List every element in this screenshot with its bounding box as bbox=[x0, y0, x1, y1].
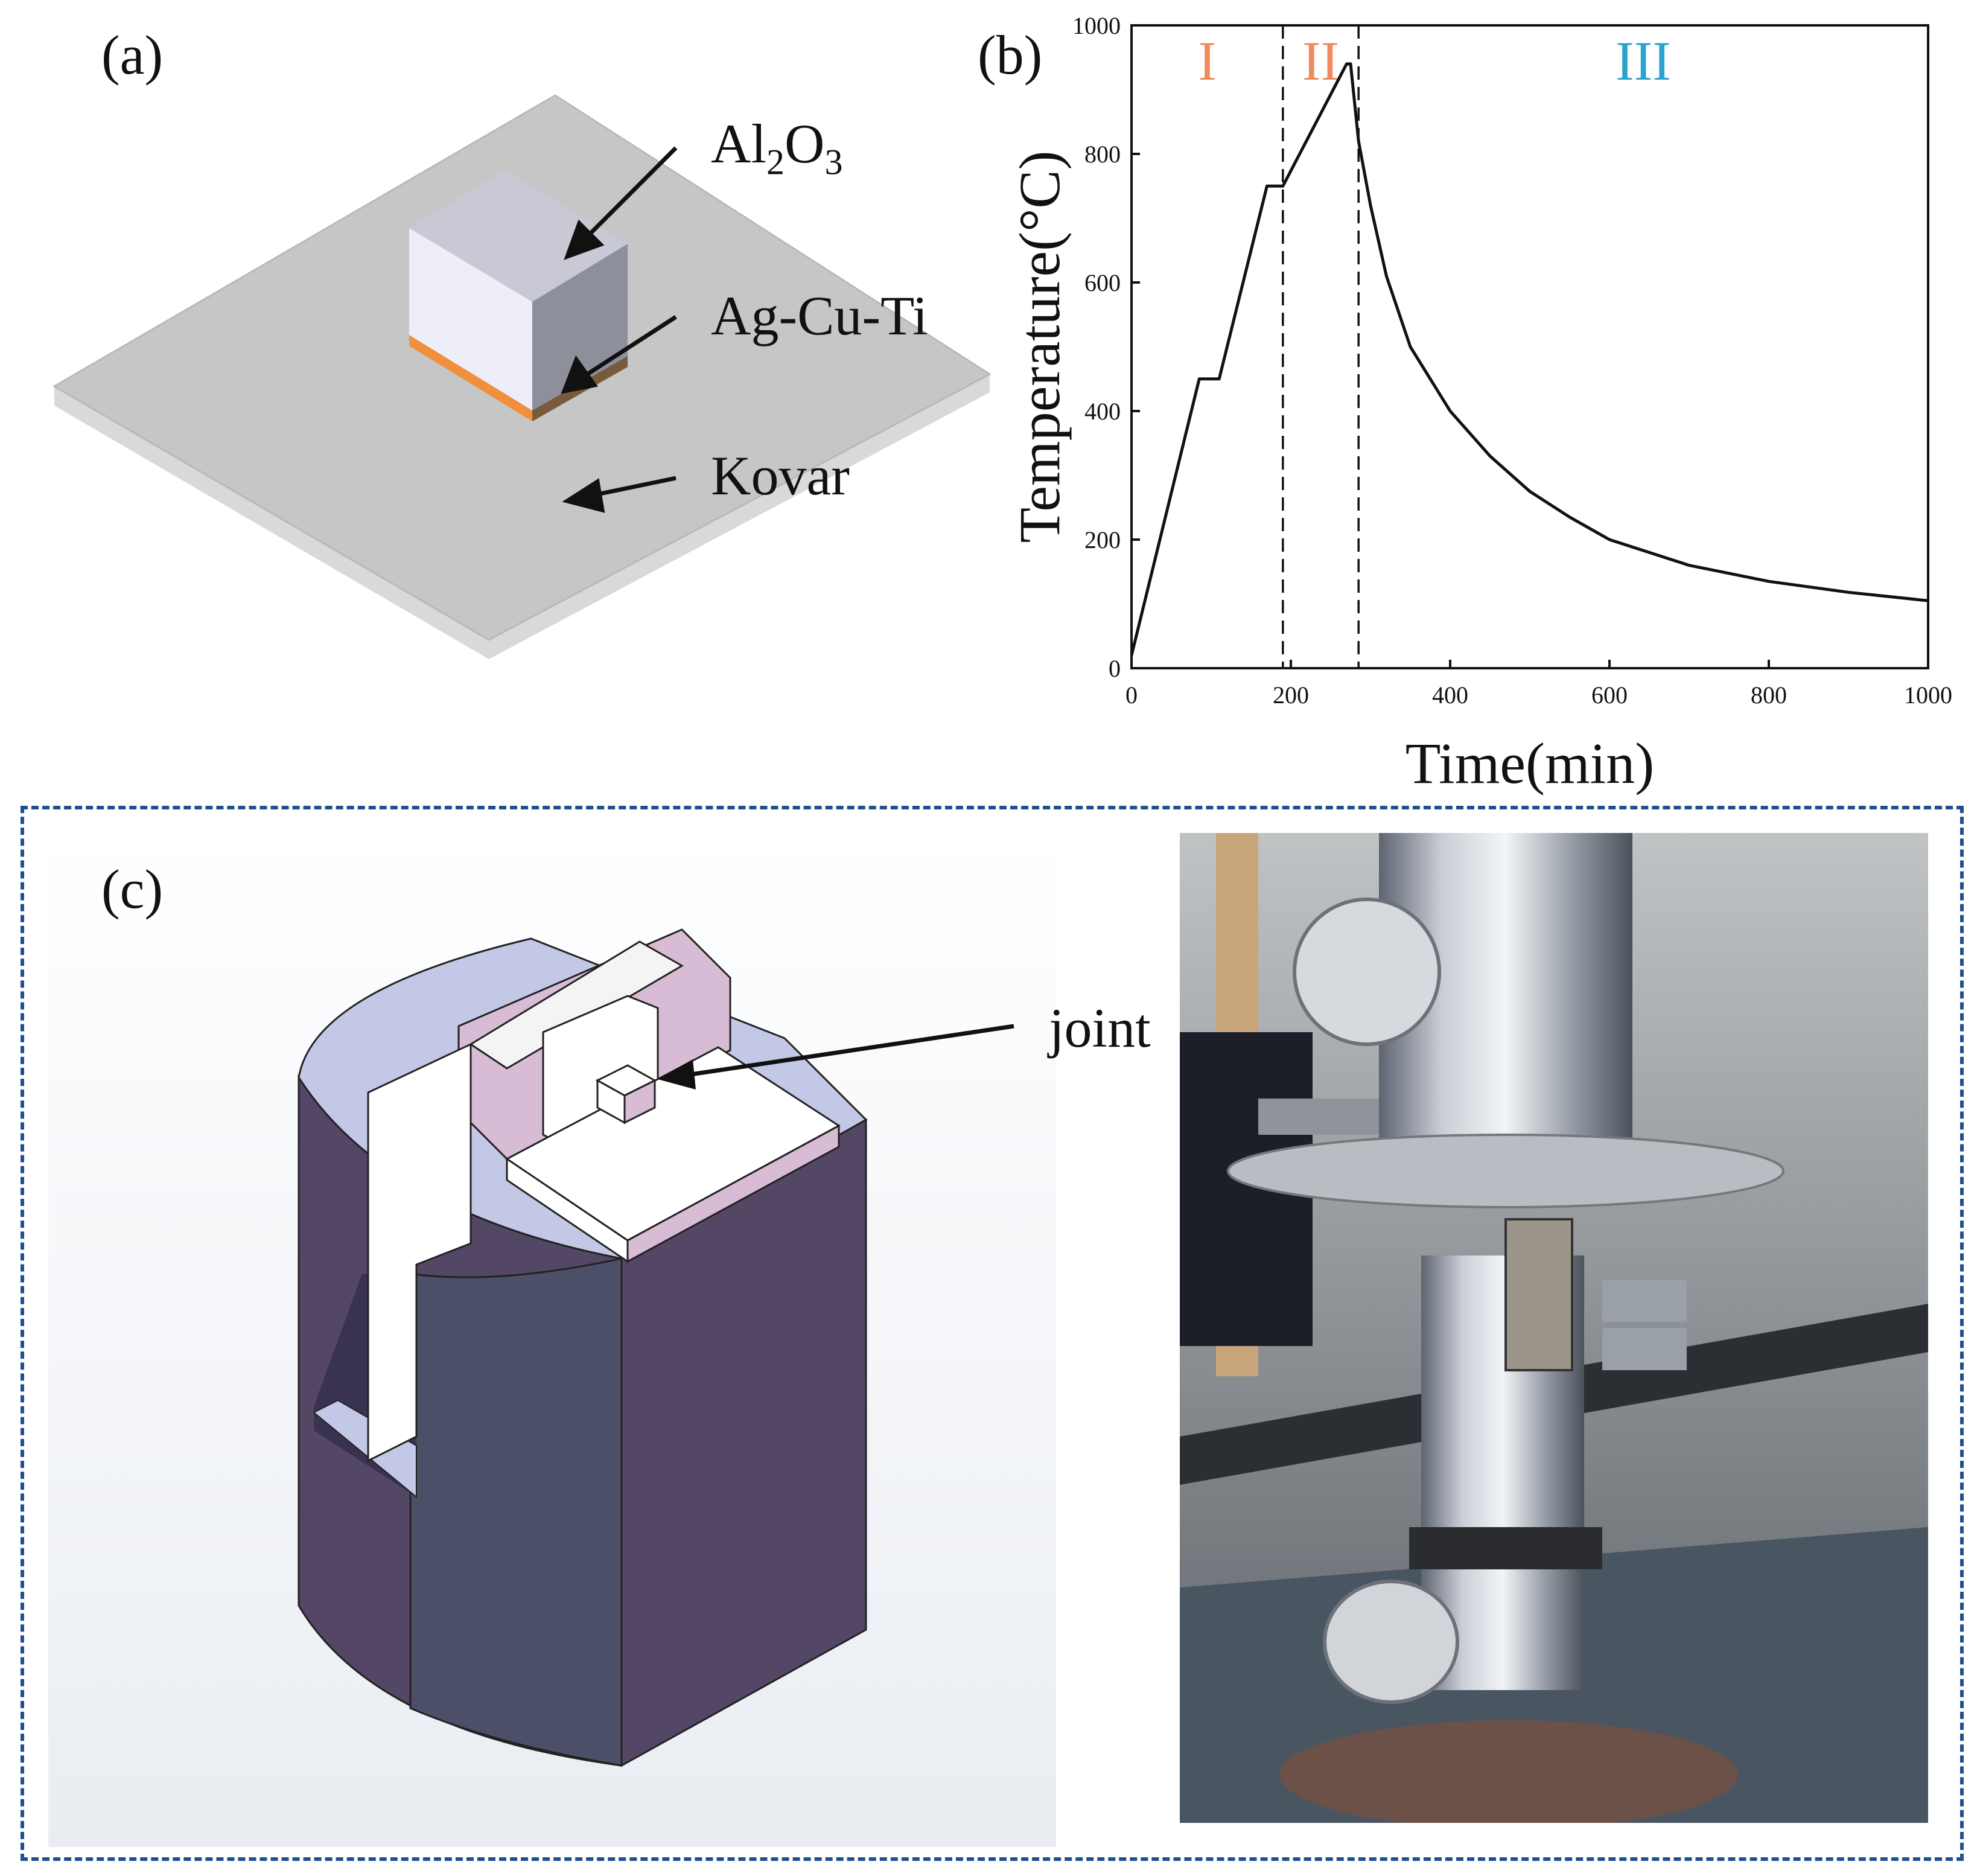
temperature-curve bbox=[1130, 62, 1929, 656]
fixture-slot-floor bbox=[313, 1399, 417, 1499]
lower-ring bbox=[1409, 1527, 1602, 1569]
arrow-alumina-head bbox=[564, 219, 605, 260]
panel-a-label: (a) bbox=[101, 24, 164, 86]
y-axis-label: Temperature(°C) bbox=[1007, 150, 1072, 543]
x-tick-label: 600 bbox=[1591, 681, 1628, 709]
x-tick-label: 800 bbox=[1751, 681, 1787, 709]
x-tick-label: 1000 bbox=[1904, 681, 1952, 709]
ag-cu-ti-layer-front bbox=[409, 335, 532, 421]
y-tick-label: 0 bbox=[1109, 655, 1121, 682]
arrow-filler-head bbox=[561, 355, 598, 394]
y-tick-label: 200 bbox=[1084, 526, 1121, 554]
upper-knob-icon bbox=[1293, 898, 1441, 1046]
joint-arrow bbox=[690, 1024, 1014, 1077]
region-label-III: III bbox=[1616, 30, 1671, 92]
specimen-base-plate-front bbox=[506, 1157, 629, 1263]
region-label-II: II bbox=[1302, 30, 1339, 92]
y-tick-label: 1000 bbox=[1072, 12, 1121, 39]
y-tick-label: 800 bbox=[1084, 141, 1121, 168]
plot-frame bbox=[1130, 24, 1929, 669]
panel-c-frame bbox=[21, 806, 1964, 1861]
flange-plate bbox=[1227, 1134, 1784, 1208]
alumina-block-side bbox=[532, 244, 628, 410]
upper-bolt bbox=[1258, 1099, 1379, 1135]
x-tick-label: 200 bbox=[1273, 681, 1309, 709]
brazing-assembly-illustration bbox=[53, 94, 992, 659]
base-flange bbox=[1279, 1720, 1738, 1823]
alumina-label: Al2O3 bbox=[711, 113, 843, 182]
specimen-plate bbox=[1504, 1218, 1573, 1371]
temperature-profile-chart: 0 200 400 600 800 1000 0 200 400 600 800 1000Time(m… bbox=[1007, 12, 1952, 796]
y-tick-label: 600 bbox=[1084, 269, 1121, 296]
arrow-kovar-head bbox=[562, 478, 605, 513]
fixture-body-curve bbox=[409, 1257, 623, 1767]
arrow-filler bbox=[584, 315, 677, 377]
x-axis-label: Time(min) bbox=[1406, 731, 1655, 796]
holder-screw bbox=[1602, 1280, 1687, 1322]
white-clamp-arm-side bbox=[469, 940, 684, 1070]
alumina-block-top bbox=[409, 170, 628, 302]
joint-cube-side bbox=[623, 1079, 656, 1125]
y-tick-label: 400 bbox=[1084, 398, 1121, 425]
panel-c-label: (c) bbox=[101, 858, 164, 920]
arrow-alumina bbox=[587, 146, 678, 237]
kovar-label: Kovar bbox=[711, 445, 850, 506]
x-tick-label: 400 bbox=[1432, 681, 1468, 709]
ag-cu-ti-label: Ag-Cu-Ti bbox=[711, 285, 928, 346]
shear-fixture-cad-model bbox=[298, 928, 1014, 1767]
holder-screw bbox=[1602, 1328, 1687, 1370]
x-tick-label: 0 bbox=[1125, 681, 1138, 709]
test-machine-photo bbox=[1180, 833, 1928, 1823]
arrow-kovar bbox=[594, 476, 677, 497]
region-label-I: I bbox=[1198, 30, 1217, 92]
joint-label: joint bbox=[1049, 997, 1151, 1059]
panel-b-label: (b) bbox=[978, 24, 1043, 86]
alumina-block-front bbox=[409, 228, 532, 410]
lower-knob-icon bbox=[1323, 1580, 1459, 1704]
joint-arrow-head bbox=[658, 1059, 696, 1090]
